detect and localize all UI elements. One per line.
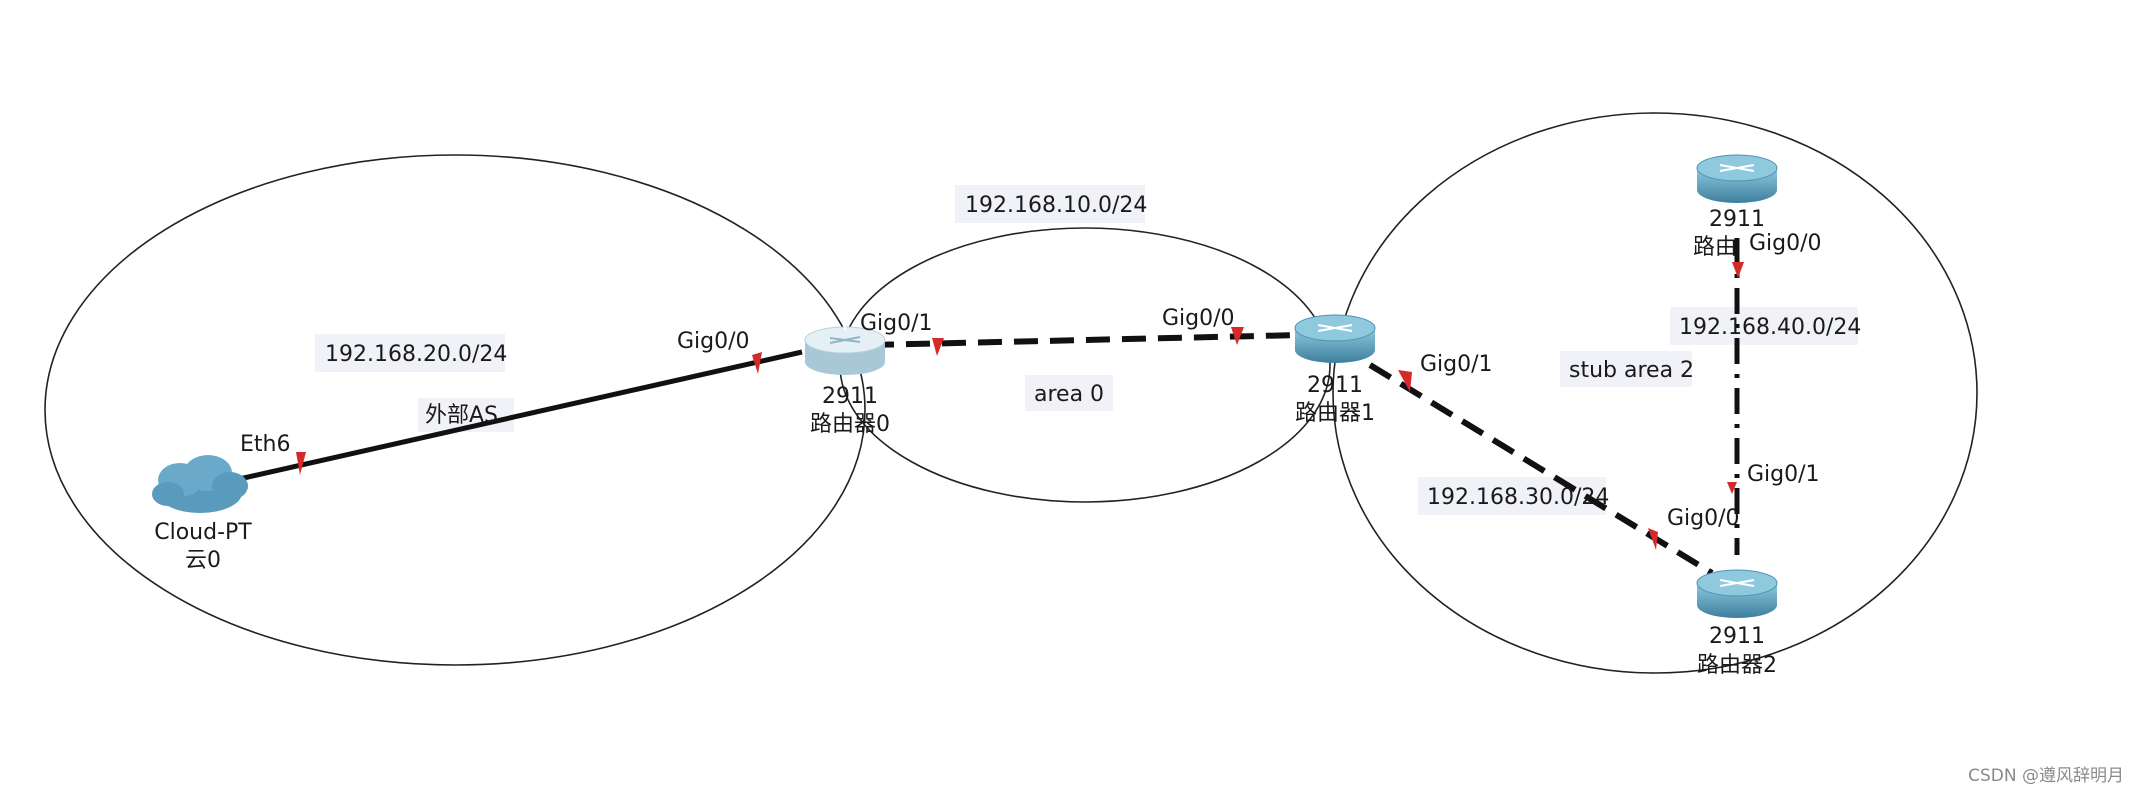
router2-icon[interactable] xyxy=(1696,569,1778,618)
net10-label-bg xyxy=(955,185,1145,223)
net20-label-bg xyxy=(315,334,505,372)
cloud-model-label: Cloud-PT xyxy=(154,520,252,545)
port-marker-r2-gig00 xyxy=(1648,528,1658,550)
router0-name-label: 路由器0 xyxy=(810,412,890,437)
port-marker-r1-gig01 xyxy=(1398,370,1412,392)
watermark: CSDN @遵风辞明月 xyxy=(1968,766,2124,786)
router0-icon[interactable] xyxy=(804,310,886,375)
port-marker-r3-gig00 xyxy=(1732,262,1744,278)
cloud-name-label: 云0 xyxy=(185,548,221,573)
port-marker-r0-gig00 xyxy=(752,352,762,374)
external-as-boundary xyxy=(44,154,866,666)
port-marker-r1-gig00 xyxy=(1231,327,1244,345)
r1-gig00-label: Gig0/0 xyxy=(1162,306,1235,331)
r0-gig00-label: Gig0/0 xyxy=(677,329,750,354)
port-marker-r2-gig01 xyxy=(1727,482,1737,494)
link-r1-r2[interactable] xyxy=(1368,362,1714,576)
r0-gig01-label: Gig0/1 xyxy=(860,311,933,336)
router1-name-label: 路由器1 xyxy=(1295,401,1375,426)
port-marker-r0-gig01 xyxy=(932,338,944,356)
net40-label: 192.168.40.0/24 xyxy=(1679,315,1861,340)
router2-model-label: 2911 xyxy=(1709,624,1765,649)
router0-model-label: 2911 xyxy=(822,384,878,409)
router1-model-label: 2911 xyxy=(1307,373,1363,398)
port-marker-cloud-eth6 xyxy=(296,452,306,475)
router3-icon[interactable] xyxy=(1696,154,1778,203)
area0-label: area 0 xyxy=(1034,382,1104,407)
router3-name-label: 路由 xyxy=(1693,235,1737,260)
r2-gig01-label: Gig0/1 xyxy=(1747,462,1820,487)
net30-label: 192.168.30.0/24 xyxy=(1427,485,1609,510)
router1-icon[interactable] xyxy=(1294,314,1376,363)
r1-gig01-label: Gig0/1 xyxy=(1420,352,1493,377)
stub-area-label: stub area 2 xyxy=(1569,358,1694,383)
area0-boundary xyxy=(839,227,1331,503)
router3-model-label: 2911 xyxy=(1709,207,1765,232)
external-as-label: 外部AS xyxy=(425,403,498,428)
port-markers xyxy=(296,262,1744,550)
link-cloud-r0[interactable] xyxy=(234,349,803,483)
net40-label-bg xyxy=(1670,307,1858,345)
net20-label: 192.168.20.0/24 xyxy=(325,342,507,367)
r2-gig00-label: Gig0/0 xyxy=(1667,506,1740,531)
area0-label-bg xyxy=(1025,375,1113,411)
stub-area-boundary xyxy=(1332,112,1978,674)
net30-label-bg xyxy=(1418,477,1606,515)
cloud-eth6-label: Eth6 xyxy=(240,432,290,457)
router2-name-label: 路由器2 xyxy=(1697,653,1777,678)
r3-gig00-label: Gig0/0 xyxy=(1749,231,1822,256)
stub-area-label-bg xyxy=(1560,351,1692,387)
net10-label: 192.168.10.0/24 xyxy=(965,193,1147,218)
cloud-icon[interactable] xyxy=(152,455,248,513)
